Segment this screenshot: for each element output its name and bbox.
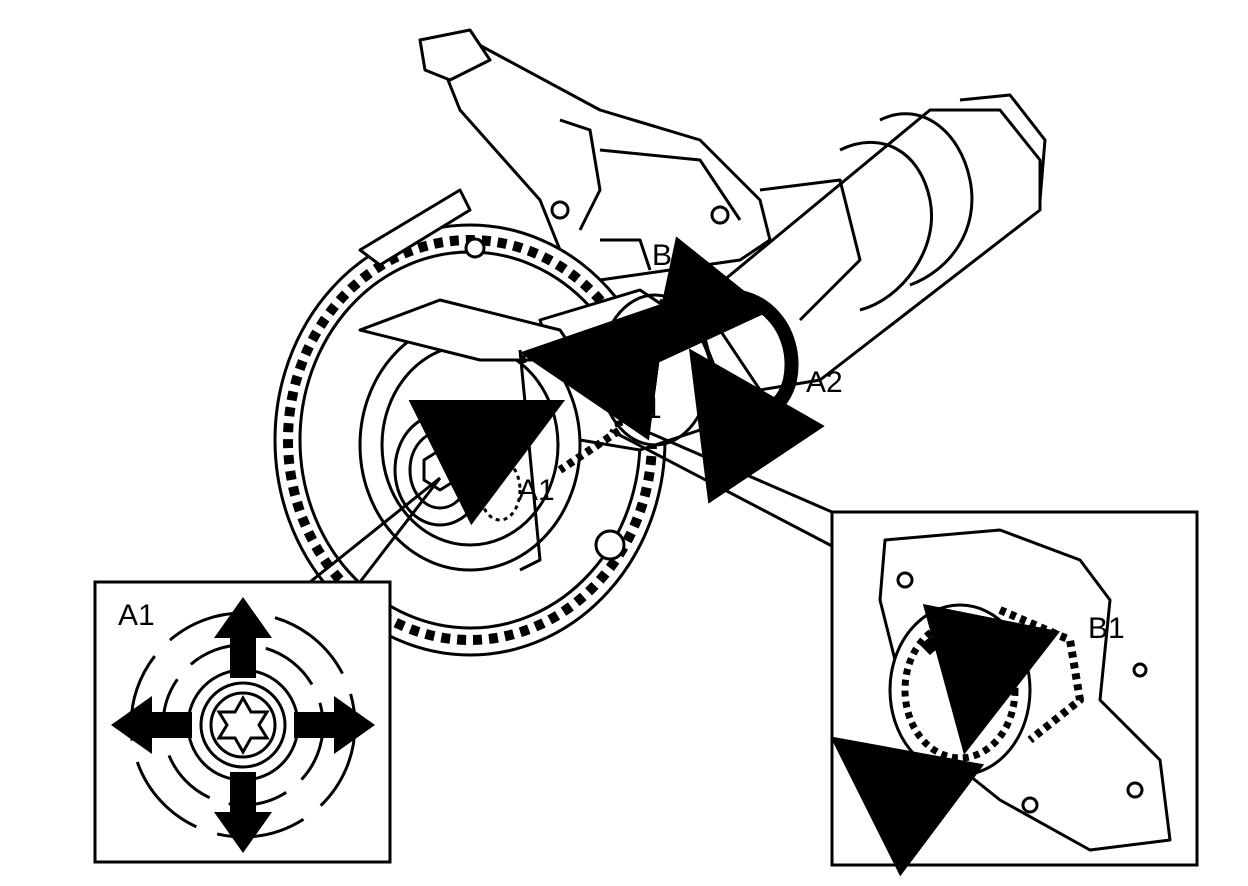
label-b1-inset: B1 xyxy=(1088,612,1125,645)
arrow-a1 xyxy=(408,399,566,526)
main-illustration xyxy=(273,28,1047,657)
label-a1-main: A1 xyxy=(518,474,555,507)
arrow-up-icon xyxy=(214,597,272,678)
callout-line-a1 xyxy=(309,476,442,584)
label-b1-main: B1 xyxy=(625,392,662,425)
solenoid-valve xyxy=(418,28,772,282)
label-a2: A2 xyxy=(806,366,843,399)
inner-gear xyxy=(519,336,624,474)
callout-line-b1 xyxy=(609,418,833,548)
arrow-right-icon xyxy=(294,696,375,754)
label-b2: B2 xyxy=(652,239,689,272)
inset-b1 xyxy=(830,510,1199,877)
arrow-a2 xyxy=(648,236,825,504)
arrow-down-icon xyxy=(214,772,272,853)
rotate-arrow-icon xyxy=(920,603,1061,755)
label-a1-inset: A1 xyxy=(118,599,155,632)
arrow-b1 xyxy=(519,301,668,441)
torx-socket-icon xyxy=(216,694,270,756)
inset-a1 xyxy=(93,580,392,864)
turn-arrow-icon xyxy=(830,736,985,877)
arrow-left-icon xyxy=(111,696,192,754)
